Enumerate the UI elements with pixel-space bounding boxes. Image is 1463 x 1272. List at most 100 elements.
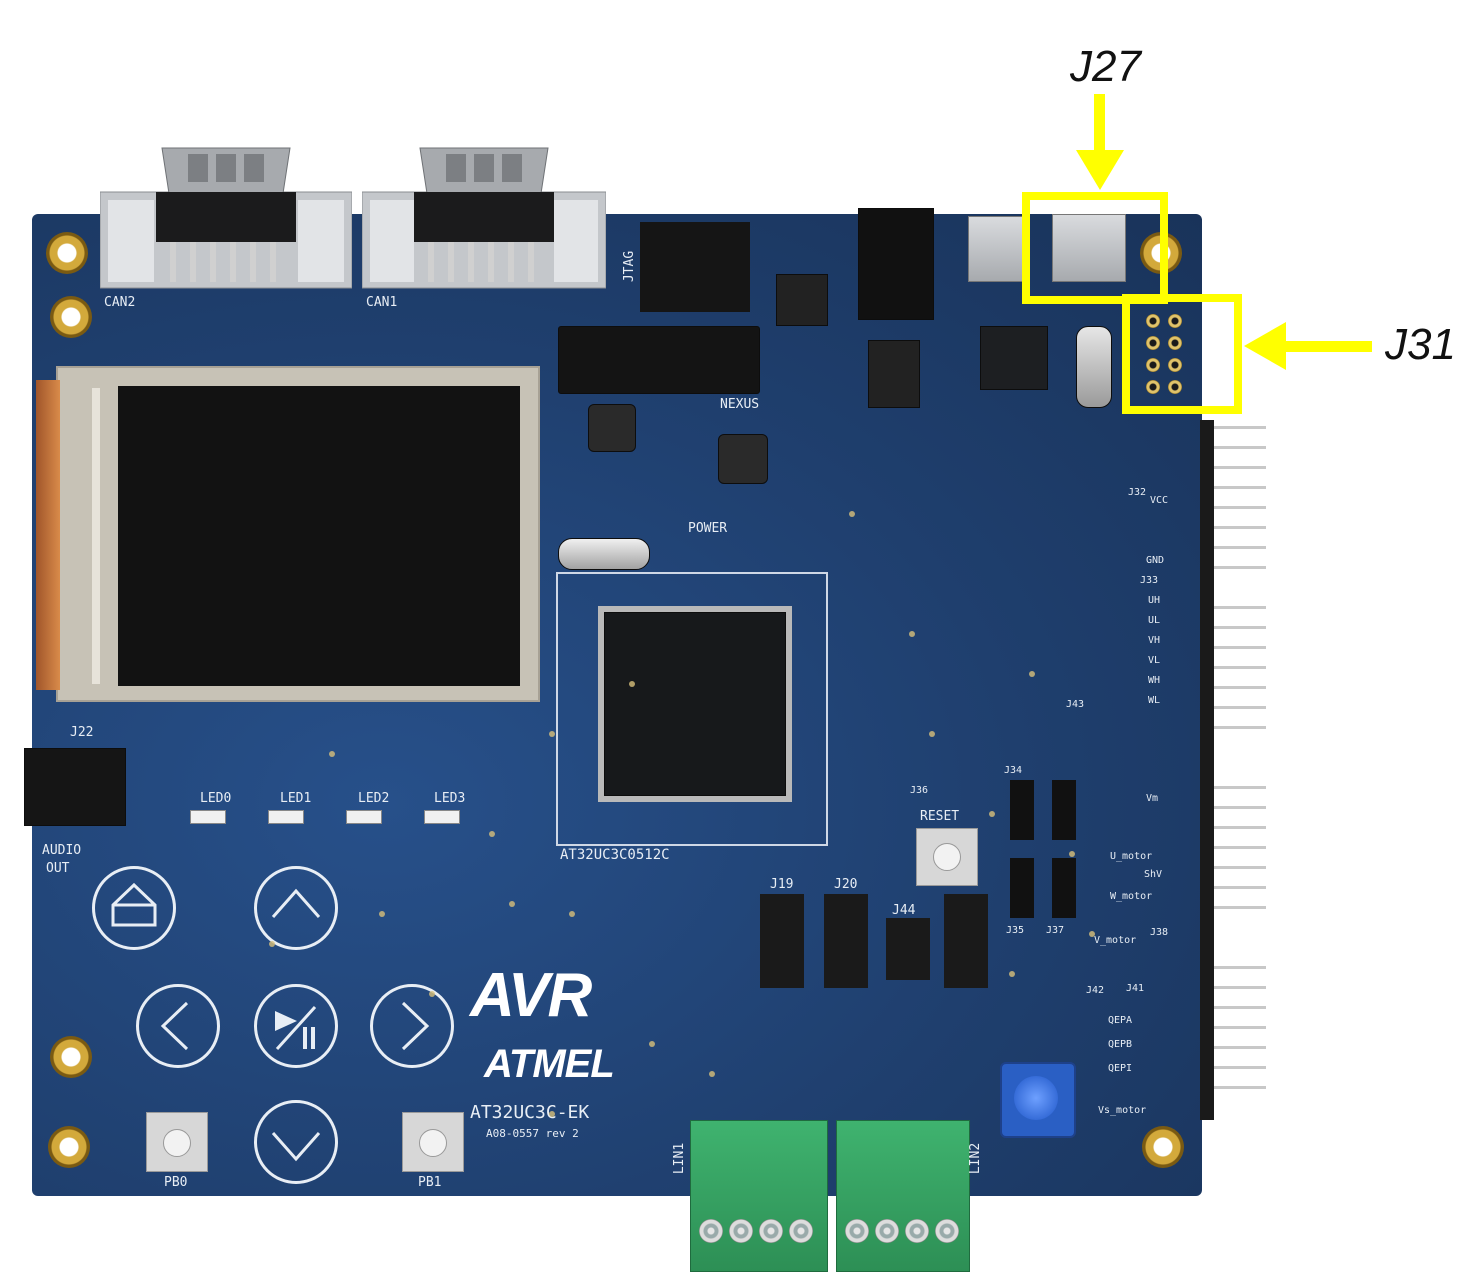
home-icon xyxy=(111,882,157,927)
silk-qepi: QEPI xyxy=(1108,1063,1133,1074)
silk-j44: J44 xyxy=(892,903,916,918)
silk-j19: J19 xyxy=(770,877,794,892)
play-pause-icon xyxy=(275,1005,317,1051)
silk-vm: Vm xyxy=(1146,793,1159,804)
silk-j35: J35 xyxy=(1006,925,1025,936)
silk-j22: J22 xyxy=(70,725,94,740)
silk-gnd: GND xyxy=(1146,555,1165,566)
silk-can1: CAN1 xyxy=(366,295,398,310)
silk-shv: ShV xyxy=(1144,869,1163,880)
silk-u-motor: U_motor xyxy=(1110,851,1153,862)
j20-header xyxy=(824,894,868,988)
led-2 xyxy=(346,810,382,824)
can1-db9-connector xyxy=(361,140,607,290)
silk-mcu: AT32UC3C0512C xyxy=(560,847,670,863)
silk-qepa: QEPA xyxy=(1108,1015,1133,1026)
j31-arrow xyxy=(1244,322,1372,370)
j35-jumper xyxy=(1010,858,1034,918)
lcd-display xyxy=(56,366,540,702)
chevron-left-icon xyxy=(160,1001,189,1051)
touch-up-button[interactable] xyxy=(254,866,338,950)
can2-db9-connector xyxy=(99,140,353,290)
right-pin-header-rail xyxy=(1200,420,1266,1120)
silk-vs-motor: Vs_motor xyxy=(1098,1105,1147,1116)
silk-led3: LED3 xyxy=(434,791,466,806)
inductor-l1 xyxy=(718,434,768,484)
chevron-down-icon xyxy=(271,1132,321,1162)
j34-jumper xyxy=(1010,780,1034,840)
mounting-hole-left-lower xyxy=(50,1036,92,1078)
silk-wl: WL xyxy=(1148,695,1161,706)
j19-header xyxy=(760,894,804,988)
silk-w-motor: W_motor xyxy=(1110,891,1153,902)
j31-header xyxy=(1134,306,1206,406)
j44-header xyxy=(886,918,930,980)
silk-vcc: VCC xyxy=(1150,495,1169,506)
silk-wh: WH xyxy=(1148,675,1161,686)
usb-controller-chip xyxy=(980,326,1048,390)
lin1-terminal-block xyxy=(690,1120,828,1272)
led-0 xyxy=(190,810,226,824)
touch-right-button[interactable] xyxy=(370,984,454,1068)
lcd-screen xyxy=(118,386,520,686)
header-pins-graphic xyxy=(1200,420,1266,1120)
silk-ul: UL xyxy=(1148,615,1161,626)
silk-pb0: PB0 xyxy=(164,1175,188,1190)
board-vias-decoration xyxy=(269,511,1095,1117)
silk-vh: VH xyxy=(1148,635,1161,646)
silk-j41: J41 xyxy=(1126,983,1145,994)
j36-jumper xyxy=(1052,780,1076,840)
right-mid-header xyxy=(944,894,988,988)
nexus-connector xyxy=(558,326,760,394)
atmel-logo: ATMEL xyxy=(484,1042,615,1086)
pb0-button[interactable] xyxy=(146,1112,208,1172)
j37-jumper xyxy=(1052,858,1076,918)
regulator-2 xyxy=(868,340,920,408)
reset-button[interactable] xyxy=(916,828,978,886)
pb1-button[interactable] xyxy=(402,1112,464,1172)
j31-highlight-box xyxy=(1122,294,1242,414)
inductor-l2 xyxy=(588,404,636,452)
silk-board-name: AT32UC3C-EK xyxy=(470,1102,590,1123)
silk-j36: J36 xyxy=(910,785,929,796)
touch-home-button[interactable] xyxy=(92,866,176,950)
silk-uh: UH xyxy=(1148,595,1161,606)
crystal xyxy=(1076,326,1112,408)
power-jack xyxy=(858,208,934,320)
usb-connector-j27 xyxy=(1052,214,1126,282)
silk-j34: J34 xyxy=(1004,765,1023,776)
j27-arrow xyxy=(1076,94,1124,190)
mcu-chip xyxy=(604,612,786,796)
usb-connector-left xyxy=(968,216,1030,282)
silk-led1: LED1 xyxy=(280,791,312,806)
lcd-flex-cable xyxy=(36,380,60,690)
crystal-xc1 xyxy=(558,538,650,570)
silk-j37: J37 xyxy=(1046,925,1065,936)
silk-led0: LED0 xyxy=(200,791,232,806)
silk-j38: J38 xyxy=(1150,927,1169,938)
callout-label-j31: J31 xyxy=(1385,320,1456,369)
touch-left-button[interactable] xyxy=(136,984,220,1068)
mounting-hole-mid-left xyxy=(50,296,92,338)
potentiometer[interactable] xyxy=(1000,1062,1076,1138)
mcu-outline xyxy=(556,572,828,846)
silk-can2: CAN2 xyxy=(104,295,136,310)
mounting-hole-bottom-right xyxy=(1142,1126,1184,1168)
touch-play-pause-button[interactable] xyxy=(254,984,338,1068)
silk-nexus: NEXUS xyxy=(720,397,760,412)
silk-qepb: QEPB xyxy=(1108,1039,1133,1050)
audio-jack xyxy=(24,748,126,826)
mounting-hole-bottom-left xyxy=(48,1126,90,1168)
jtag-header xyxy=(640,222,750,312)
touch-down-button[interactable] xyxy=(254,1100,338,1184)
callout-label-j27: J27 xyxy=(1070,42,1141,91)
silk-power: POWER xyxy=(688,521,728,536)
silk-j43: J43 xyxy=(1066,699,1085,710)
regulator xyxy=(776,274,828,326)
silk-out: OUT xyxy=(46,861,70,876)
silk-j42: J42 xyxy=(1086,985,1105,996)
silk-led2: LED2 xyxy=(358,791,390,806)
silk-j32: J32 xyxy=(1128,487,1147,498)
chevron-up-icon xyxy=(271,888,321,918)
mounting-hole-top-left xyxy=(46,232,88,274)
